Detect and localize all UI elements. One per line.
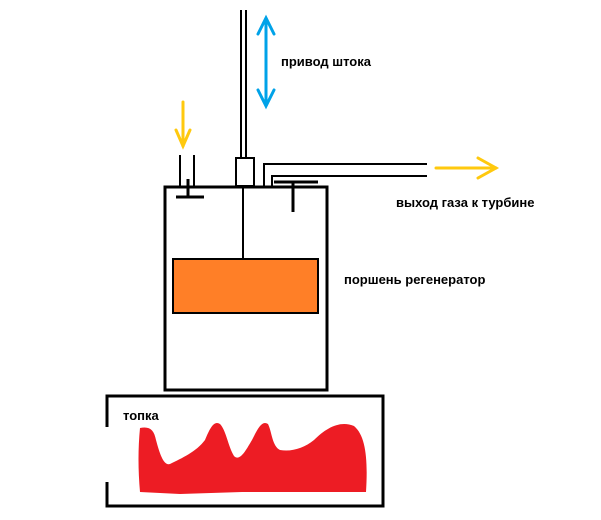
furnace [105, 394, 385, 508]
rod-drive-label: привод штока [281, 54, 372, 69]
furnace-label: топка [123, 408, 159, 423]
rod-gland [235, 157, 255, 187]
cylinder [163, 185, 329, 392]
inlet-valve [176, 179, 204, 199]
piston-label: поршень регенератор [344, 272, 485, 287]
inlet-arrow-icon [174, 100, 192, 150]
inlet-pipe [179, 155, 195, 186]
flame [138, 422, 367, 494]
outlet-arrow-icon [434, 156, 500, 180]
outlet-pipe [263, 163, 427, 186]
outlet-valve [274, 180, 318, 212]
gas-outlet-label: выход газа к турбине [396, 195, 534, 210]
rod-drive-arrow-icon [256, 14, 276, 110]
piston-regenerator [172, 258, 319, 314]
piston-rod [240, 10, 247, 258]
